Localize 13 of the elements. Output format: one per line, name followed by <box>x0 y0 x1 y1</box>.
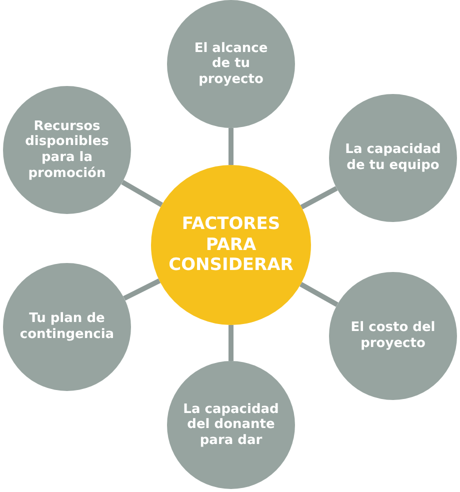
connector-line <box>228 325 234 361</box>
factor-label: El costo del proyecto <box>350 320 436 352</box>
factor-label: El alcance de tu proyecto <box>193 40 269 88</box>
factor-label: Recursos disponibles para la promoción <box>24 118 110 182</box>
connector-line <box>300 186 338 210</box>
factor-label: La capacidad de tu equipo <box>344 142 442 174</box>
factor-label: Tu plan de contingencia <box>18 311 116 343</box>
connector-line <box>300 282 338 307</box>
factor-label: La capacidad del donante para dar <box>182 402 280 448</box>
connector-line <box>228 128 234 165</box>
connector-line <box>123 278 161 301</box>
central-title: FACTORES PARA CONSIDERAR <box>168 214 294 276</box>
connector-line <box>121 180 164 208</box>
